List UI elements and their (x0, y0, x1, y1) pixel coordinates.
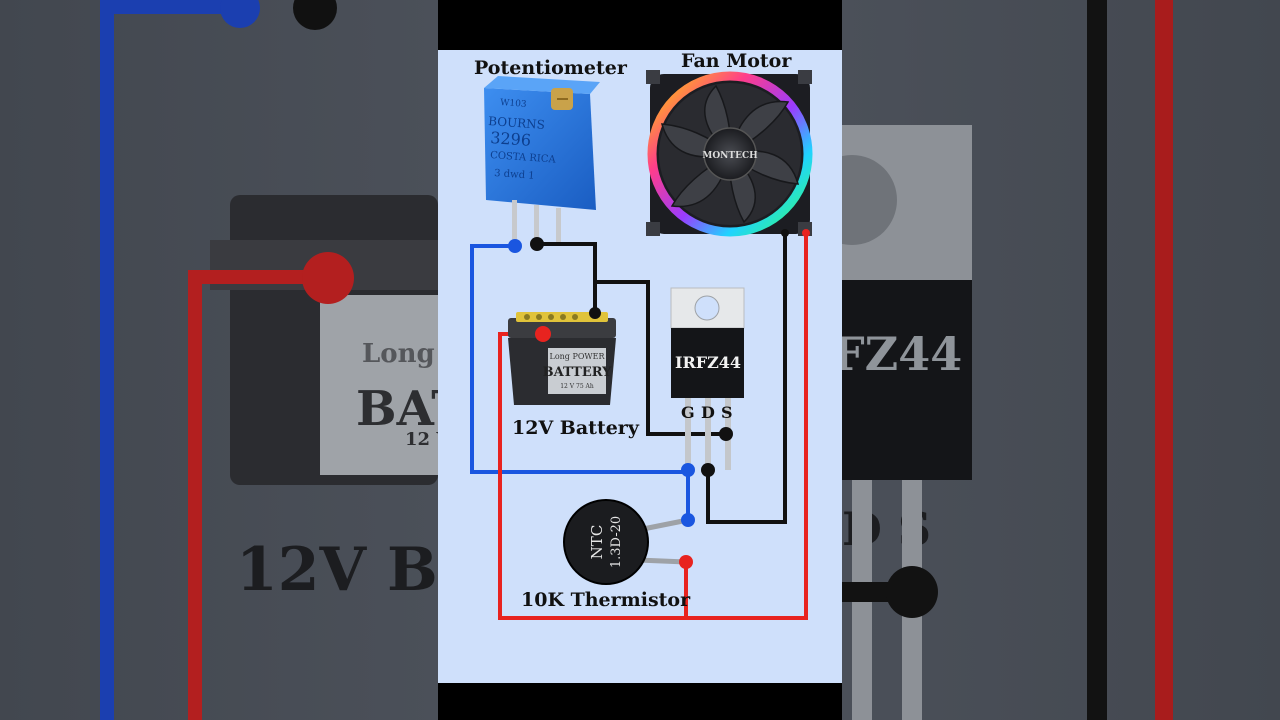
pot-text-line3: 3296 (490, 128, 532, 150)
thermistor-node-red (679, 555, 693, 569)
battery-lid (508, 318, 616, 338)
mosfet-hole (694, 295, 720, 321)
fan-node-red (802, 229, 810, 237)
pot-node-blue (508, 239, 522, 253)
battery-text-line1: Long POWER (550, 352, 606, 361)
potentiometer: W103 BOURNS 3296 COSTA RICA 3 dwd 1 (484, 76, 600, 253)
bg-red-wire-horizontal (188, 270, 328, 284)
thermistor-node-blue (681, 513, 695, 527)
bg-red-wire (1155, 0, 1173, 720)
diagram-canvas: W103 BOURNS 3296 COSTA RICA 3 dwd 1 Pote… (438, 50, 842, 683)
mosfet: IRFZ44 (670, 287, 745, 477)
thermistor-text-line1: NTC (588, 525, 606, 560)
bg-black-node (886, 566, 938, 618)
bg-mosfet-body (842, 280, 972, 480)
bg-red-wire-vertical (188, 270, 202, 720)
wire-black-pot-to-battery (537, 242, 597, 313)
mosfet-pin-g (685, 398, 691, 476)
bg-mosfet-hole (842, 155, 897, 245)
mosfet-body (671, 328, 744, 398)
battery-text-line2: BATTERY (543, 365, 613, 380)
fan-brand-text: MONTECH (702, 151, 758, 161)
bg-blue-node (220, 0, 260, 28)
diagram-panel: W103 BOURNS 3296 COSTA RICA 3 dwd 1 Pote… (438, 0, 842, 720)
pot-text-line1: W103 (500, 98, 527, 110)
potentiometer-body (484, 88, 596, 210)
label-potentiometer: Potentiometer (474, 57, 628, 79)
battery-text-line3: 12 V 75 Ah (560, 383, 594, 390)
label-pin-g: G (681, 403, 695, 422)
thermistor-disc (563, 499, 649, 585)
bg-battery-label-line3: 12 V (405, 429, 438, 450)
wire-black-fan-to-drain (706, 233, 787, 524)
mosfet-gate-node (681, 463, 695, 477)
bg-battery-label-line2: BATTE (356, 381, 438, 437)
pot-pin-3 (556, 208, 561, 242)
fan-motor: MONTECH (646, 70, 813, 237)
battery-positive-node (535, 326, 551, 342)
wire-blue-pot-to-gate (470, 244, 690, 520)
pot-pin-2 (534, 205, 539, 245)
thermistor: NTC 1.3D-20 (563, 499, 695, 585)
pot-text-line5: 3 dwd 1 (494, 168, 535, 182)
bg-blue-wire-vertical (100, 0, 114, 720)
background-left: Long P BATTE 12 V 12V Ba (0, 0, 438, 720)
bg-blue-wire-top (100, 0, 250, 14)
mosfet-pin-d (705, 398, 711, 476)
bg-battery-label-line1: Long P (362, 339, 438, 369)
fan-hub (703, 127, 757, 181)
mosfet-drain-node (701, 463, 715, 477)
bg-mosfet-big-text: FZ44 (842, 327, 962, 381)
label-pin-d: D (701, 403, 715, 422)
battery-negative-node (589, 307, 601, 319)
fan-rgb-ring (647, 71, 813, 237)
mosfet-source-node (719, 427, 733, 441)
pot-node-black (530, 237, 544, 251)
label-thermistor: 10K Thermistor (521, 589, 691, 611)
bg-black-wire (1087, 0, 1107, 720)
pot-pin-1 (512, 200, 517, 246)
bg-battery-label (320, 295, 438, 475)
thermistor-lead-lower (637, 557, 687, 565)
background-left-graphic: Long P BATTE 12 V 12V Ba (100, 0, 438, 720)
mosfet-text: IRFZ44 (675, 353, 741, 372)
label-pin-s: S (721, 403, 733, 422)
battery: Long POWER BATTERY 12 V 75 Ah (508, 307, 616, 405)
pot-text-line2: BOURNS (488, 114, 546, 132)
pot-text-line4: COSTA RICA (490, 150, 557, 166)
bg-black-node (293, 0, 337, 30)
background-right-graphic: FZ44 D S (842, 0, 1173, 720)
label-battery: 12V Battery (512, 417, 640, 439)
bg-red-node (302, 252, 354, 304)
battery-label-plate (548, 348, 606, 394)
circuit-diagram: W103 BOURNS 3296 COSTA RICA 3 dwd 1 Pote… (470, 50, 813, 620)
fan-node-black (781, 229, 789, 237)
bg-battery-big-text: 12V Ba (236, 535, 438, 605)
background-right: FZ44 D S (842, 0, 1280, 720)
thermistor-text-line2: 1.3D-20 (609, 516, 624, 568)
label-fan-motor: Fan Motor (681, 50, 792, 72)
